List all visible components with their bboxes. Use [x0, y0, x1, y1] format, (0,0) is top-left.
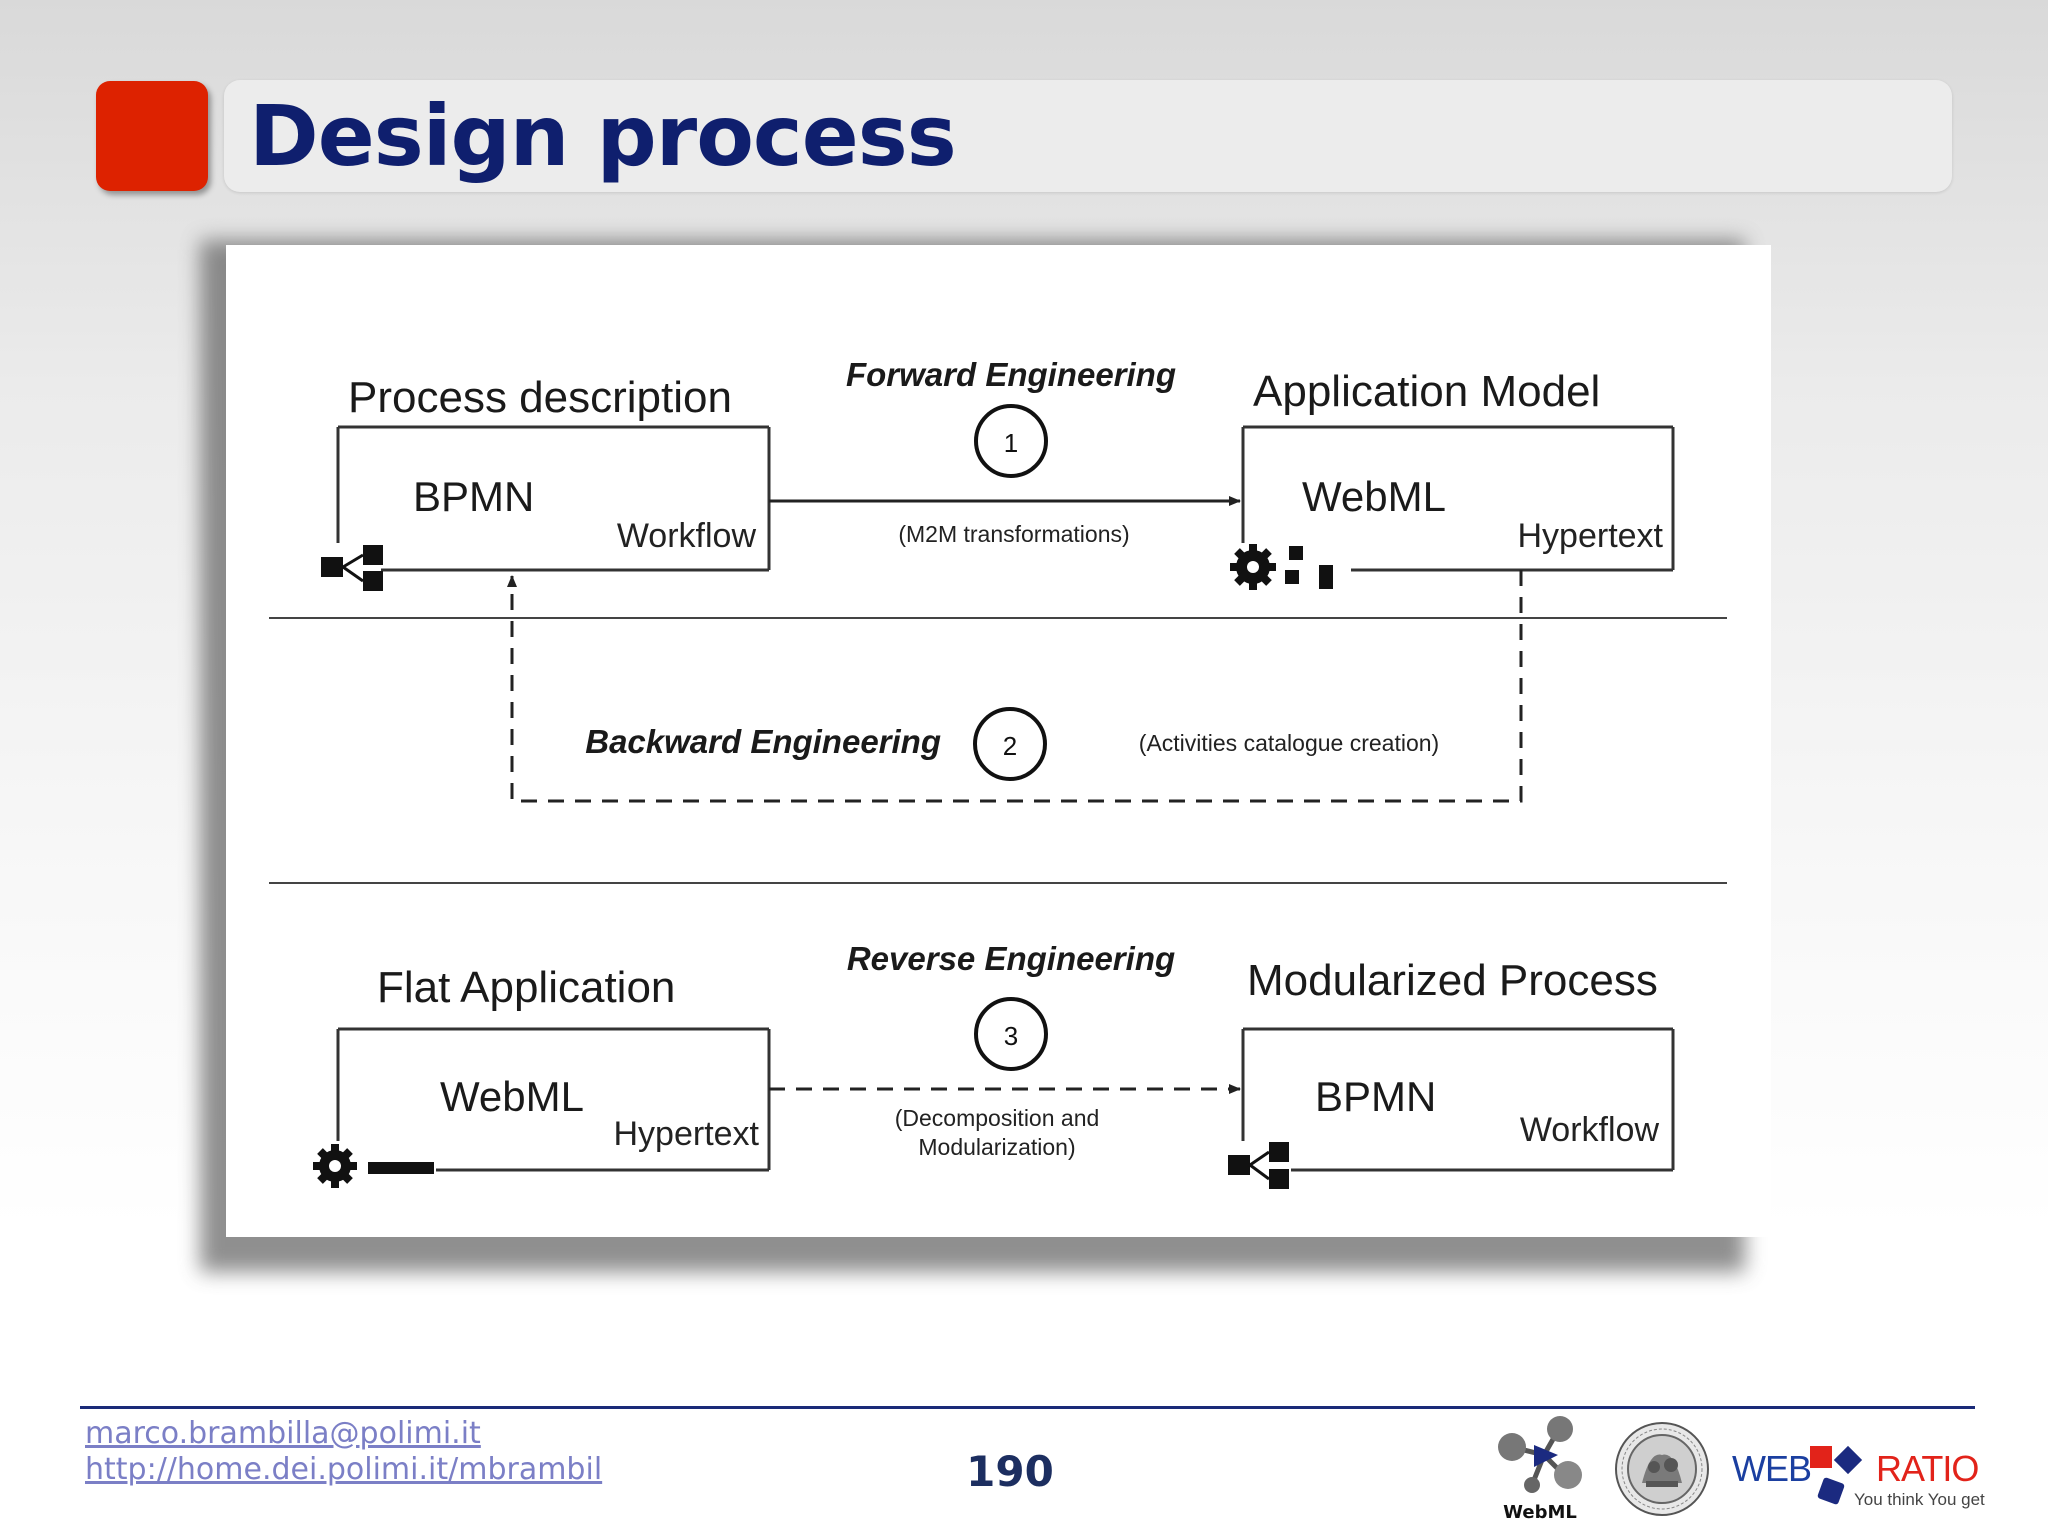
box-top-right-sub: Hypertext — [1518, 517, 1664, 555]
process-module-icon — [1228, 1142, 1289, 1189]
title-accent-square — [96, 81, 208, 191]
footer-email-link[interactable]: marco.brambilla@polimi.it — [85, 1416, 481, 1451]
box-top-right-title: WebML — [1302, 473, 1446, 520]
backward-note: (Activities catalogue creation) — [1139, 730, 1439, 756]
step-2-circle — [973, 707, 1047, 781]
heading-application-model: Application Model — [1253, 367, 1600, 416]
hypertext-module-icon — [1285, 546, 1333, 589]
title-bar — [224, 80, 1952, 192]
step-3-number: 3 — [1004, 1021, 1018, 1051]
heading-process-description: Process description — [348, 373, 732, 422]
footer-rule — [80, 1406, 1975, 1409]
flat-page-icon — [368, 1162, 434, 1174]
process-module-icon — [321, 545, 383, 591]
webratio-cubes-icon — [1810, 1445, 1863, 1505]
webratio-logo: WEB RATIO You think You get — [1730, 1440, 1985, 1520]
box-bottom-right-title: BPMN — [1315, 1073, 1436, 1120]
webml-network-icon — [1498, 1416, 1582, 1493]
reverse-note-line-1: (Decomposition and — [895, 1105, 1100, 1131]
forward-engineering-label: Forward Engineering — [846, 356, 1176, 393]
box-top-left-title: BPMN — [413, 473, 534, 520]
webml-logo-text: WebML — [1503, 1502, 1577, 1523]
step-2-number: 2 — [1003, 731, 1017, 761]
gear-icon — [1230, 544, 1276, 590]
webratio-ratio-text: RATIO — [1876, 1448, 1979, 1489]
step-1-circle — [974, 404, 1048, 478]
step-1-number: 1 — [1004, 428, 1018, 458]
webml-logo: WebML — [1492, 1415, 1588, 1523]
backward-arrow — [507, 570, 1523, 803]
footer-url-link[interactable]: http://home.dei.polimi.it/mbrambil — [85, 1452, 603, 1487]
forward-note: (M2M transformations) — [898, 521, 1129, 547]
box-bottom-left-sub: Hypertext — [614, 1115, 760, 1153]
webratio-tagline: You think You get — [1854, 1490, 1985, 1509]
page-number: 190 — [966, 1447, 1054, 1496]
step-3-circle — [974, 997, 1048, 1071]
box-bottom-left-title: WebML — [440, 1073, 584, 1120]
slide-title: Design process — [249, 87, 957, 185]
box-top-left-sub: Workflow — [617, 517, 757, 555]
polimi-seal-icon — [1615, 1422, 1709, 1516]
gear-icon — [313, 1144, 357, 1188]
heading-flat-application: Flat Application — [377, 963, 675, 1012]
design-process-diagram: Process description Application Model Fo… — [226, 245, 1771, 1237]
box-bottom-right-sub: Workflow — [1520, 1111, 1660, 1149]
reverse-engineering-label: Reverse Engineering — [847, 940, 1175, 977]
backward-engineering-label: Backward Engineering — [585, 723, 941, 760]
polimi-seal-logo — [1614, 1421, 1710, 1517]
webratio-web-text: WEB — [1732, 1448, 1812, 1489]
heading-modularized-process: Modularized Process — [1247, 956, 1658, 1005]
reverse-note-line-2: Modularization) — [918, 1134, 1075, 1160]
